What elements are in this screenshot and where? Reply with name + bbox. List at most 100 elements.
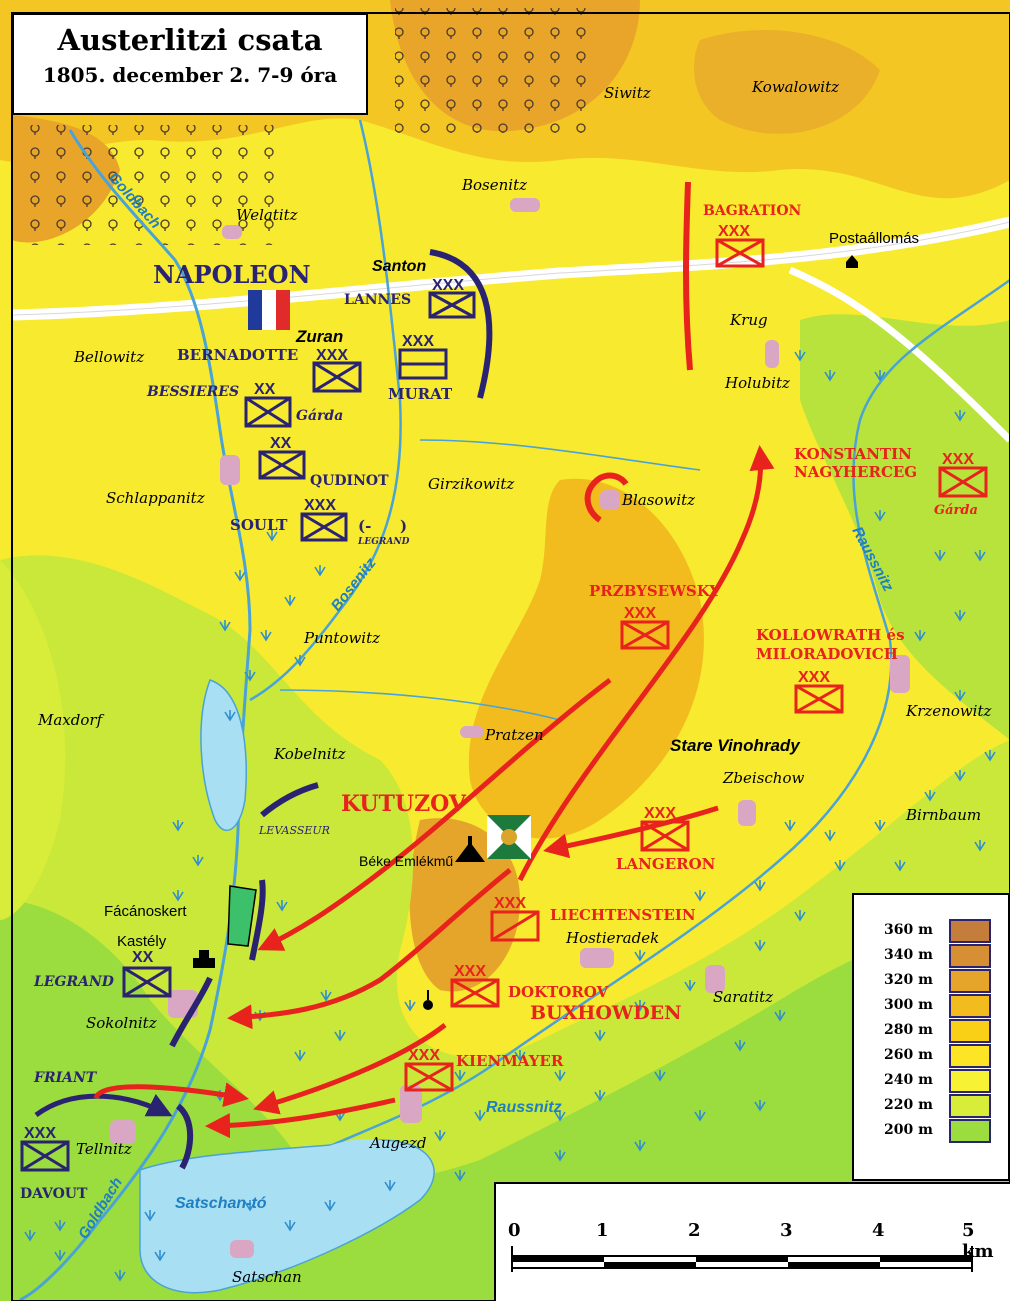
- label-lannes: LANNES: [344, 292, 411, 308]
- front-levasseur: [260, 782, 319, 818]
- castle-icon: [193, 950, 215, 968]
- legend-label: 360 m: [884, 922, 933, 938]
- label-kollowrath-1: KOLLOWRATH és: [756, 626, 905, 644]
- label-kollowrath-2: MILORADOVICH: [756, 645, 898, 663]
- lake-kobelnitz: [200, 679, 247, 832]
- village-welatitz: Welatitz: [236, 206, 298, 224]
- map-title: Austerlitzi csata: [57, 23, 323, 57]
- road-krug: [788, 266, 1010, 443]
- forest-north: [395, 8, 595, 133]
- map-frame: [11, 12, 1010, 1301]
- label-davout: DAVOUT: [20, 1186, 88, 1202]
- label-raussnitz-river-2: Raussnitz: [486, 1099, 562, 1116]
- legend-label: 260 m: [884, 1047, 933, 1063]
- label-buxhowden: BUXHOWDEN: [530, 1002, 682, 1024]
- unit-murat: XXX: [398, 333, 448, 380]
- village-siwitz: Siwitz: [604, 84, 651, 102]
- marsh-symbols: [24, 350, 996, 1282]
- unit-soult: XXX: [300, 497, 348, 542]
- svg-text:XXX: XXX: [304, 497, 336, 514]
- label-kienmayer: KIENMAYER: [456, 1052, 564, 1070]
- chapel-icon: [423, 990, 433, 1010]
- legend-label: 200 m: [884, 1122, 933, 1138]
- terrain-west: [0, 560, 66, 920]
- unit-liechtenstein: XXX: [490, 895, 540, 942]
- label-beke-emlekmu: Béke Emlékmű: [359, 853, 453, 869]
- label-santon: Santon: [372, 258, 426, 275]
- unit-lannes: XXX: [428, 277, 476, 319]
- terrain-east-valley: [800, 314, 1010, 740]
- label-legrand-paren-close: ): [400, 517, 407, 535]
- terrain-hill-kowalowitz: [694, 30, 880, 134]
- unit-przbysewsky: XXX: [620, 605, 670, 650]
- village-schlappanitz: Schlappanitz: [106, 489, 205, 507]
- map-subtitle: 1805. december 2. 7-9 óra: [42, 63, 338, 87]
- svg-text:XX: XX: [270, 435, 292, 452]
- svg-text:XX: XX: [132, 949, 154, 966]
- scale-label-4: 4: [872, 1220, 885, 1241]
- unit-kienmayer: XXX: [404, 1047, 454, 1092]
- village-kobelnitz: Kobelnitz: [273, 745, 346, 763]
- front-sokolnitz: [169, 976, 213, 1048]
- front-tellnitz: [175, 1103, 194, 1170]
- front-bagration: [683, 181, 693, 371]
- post-house-icon: [846, 255, 858, 268]
- legend-swatch: [949, 1044, 991, 1068]
- legend-swatch: [949, 944, 991, 968]
- scale-label-1: 1: [596, 1220, 609, 1241]
- legend-swatch: [949, 919, 991, 943]
- label-kutuzov: KUTUZOV: [341, 791, 467, 817]
- village-hostieradek: Hostieradek: [565, 929, 659, 947]
- facanoskert-area: [227, 885, 257, 947]
- river-bosenitz: [249, 119, 402, 702]
- scale-bar-graphic: [511, 1246, 973, 1272]
- label-bessieres: BESSIERES: [146, 384, 239, 400]
- svg-text:XXX: XXX: [644, 805, 676, 822]
- label-qudinot: QUDINOT: [310, 473, 389, 489]
- label-legrand: LEGRAND: [33, 974, 115, 990]
- village-maxdorf: Maxdorf: [37, 711, 105, 729]
- label-konstantin-1: KONSTANTIN: [794, 445, 912, 463]
- unit-konstantin: XXX: [938, 451, 988, 498]
- front-lannes: [429, 249, 493, 399]
- svg-text:XXX: XXX: [494, 895, 526, 912]
- monument-icon: [455, 836, 485, 862]
- legend-swatch: [949, 1019, 991, 1043]
- legend-label: 240 m: [884, 1072, 933, 1088]
- unit-doktorov: XXX: [450, 963, 500, 1008]
- unit-qudinot: XX: [258, 435, 306, 480]
- label-liechtenstein: LIECHTENSTEIN: [550, 906, 696, 924]
- village-krug: Krug: [729, 311, 768, 329]
- svg-text:XX: XX: [254, 381, 276, 398]
- unit-legrand: XX: [122, 949, 172, 998]
- village-zbeischow: Zbeischow: [722, 769, 804, 787]
- label-konstantin-2: NAGYHERCEG: [794, 463, 917, 481]
- village-krzenowitz: Krzenowitz: [905, 702, 992, 720]
- village-birnbaum: Birnbaum: [905, 806, 981, 824]
- village-pratzen: Pratzen: [484, 726, 544, 744]
- label-kastely: Kastély: [117, 933, 167, 950]
- village-puntowitz: Puntowitz: [303, 629, 380, 647]
- village-girzikowitz: Girzikowitz: [428, 475, 514, 493]
- unit-kollowrath: XXX: [794, 669, 844, 714]
- scale-bar: 0 1 2 3 4 5 km: [494, 1182, 1010, 1301]
- label-zuran: Zuran: [295, 327, 343, 346]
- village-satschan: Satschan: [232, 1268, 302, 1286]
- label-garda-french: Gárda: [296, 408, 343, 424]
- river-raussnitz: [299, 278, 1010, 1162]
- village-blobs: [110, 198, 910, 1258]
- village-holubitz: Holubitz: [724, 374, 790, 392]
- label-legrand-small: LEGRAND: [357, 537, 410, 547]
- label-levasseur: LEVASSEUR: [258, 824, 330, 837]
- label-doktorov: DOKTOROV: [508, 983, 609, 1001]
- svg-text:XXX: XXX: [402, 333, 434, 350]
- label-legrand-paren-open: (-: [358, 517, 371, 535]
- unit-bessieres: XX: [244, 381, 292, 428]
- legend-label: 220 m: [884, 1097, 933, 1113]
- legend-label: 340 m: [884, 947, 933, 963]
- svg-text:XXX: XXX: [798, 669, 830, 686]
- legend-label: 280 m: [884, 1022, 933, 1038]
- legend-swatch: [949, 969, 991, 993]
- scale-label-2: 2: [688, 1220, 701, 1241]
